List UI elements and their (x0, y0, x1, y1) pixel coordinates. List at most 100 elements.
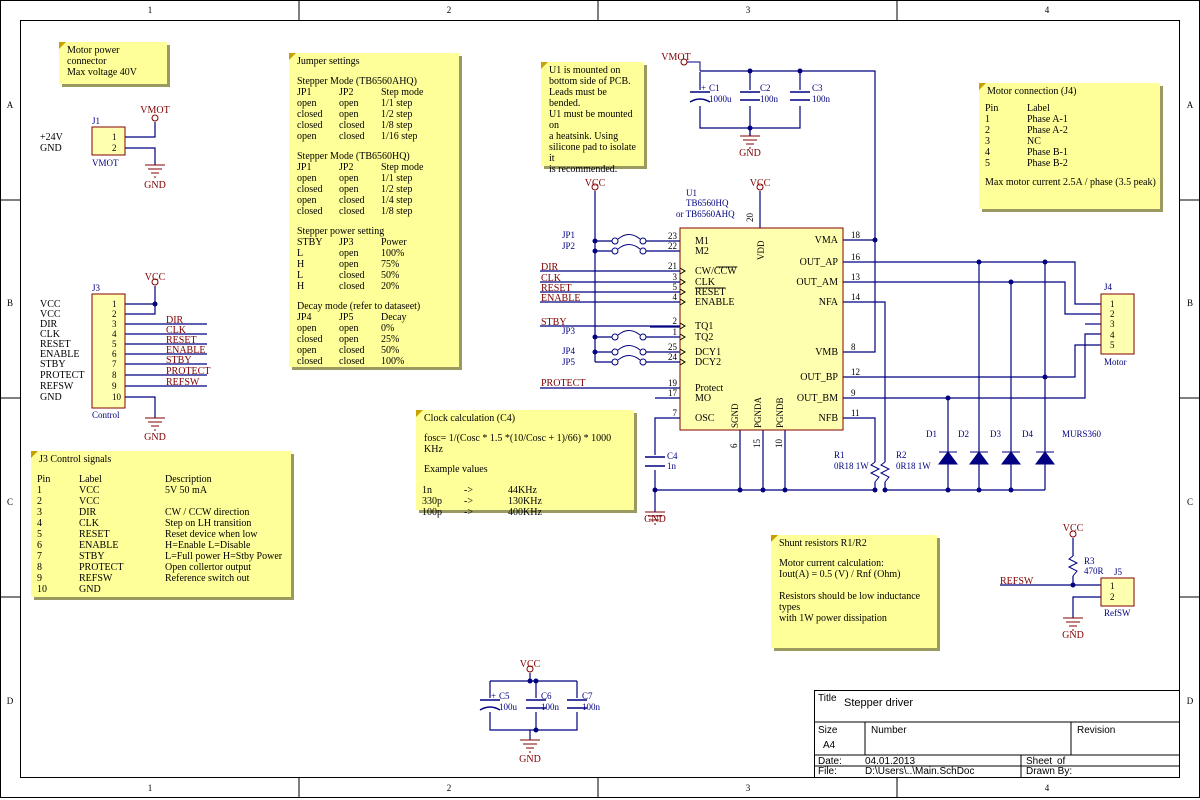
u1-pin-number: 5 (673, 282, 678, 292)
note-line: Iout(A) = 0.5 (V) / Rnf (Ohm) (779, 569, 901, 580)
table-cell: VCC (79, 496, 100, 507)
u1-pin-name: NFA (819, 297, 839, 308)
svg-text:+: + (701, 83, 706, 93)
vcc-label: VCC (520, 659, 541, 670)
j3-pin: 2 (112, 309, 117, 319)
row-label-left: D (7, 696, 14, 706)
j3-pin: 5 (112, 339, 117, 349)
cap-c4: C4 1n (645, 451, 678, 471)
u1-pin-number: 6 (729, 443, 739, 448)
table-cell: 10 (37, 584, 47, 595)
j3-net-label: STBY (166, 355, 192, 366)
jumper-cell: JP1 (297, 87, 312, 98)
j3-pin: 1 (112, 299, 117, 309)
note-title: Clock calculation (C4) (424, 413, 516, 424)
u1-pin-name: PGNDB (775, 397, 785, 428)
jumper-cell: H (297, 259, 305, 270)
jumper-cell: Power (381, 237, 407, 248)
table-cell: 6 (37, 540, 42, 551)
sheet-label: Sheet (1026, 756, 1053, 767)
table-cell: 330p (422, 496, 442, 507)
table-cell: -> (464, 496, 473, 507)
diode-labels: D1 D2 D3 D4 MURS360 (926, 429, 1102, 439)
u1-pin-number: 2 (673, 316, 678, 326)
note-line: silicone pad to isolate it (549, 142, 636, 164)
table-cell: -> (464, 507, 473, 518)
u1-net-labels: DIR CLK RESET ENABLE STBY PROTECT (541, 262, 585, 389)
table-cell: 130KHz (508, 496, 542, 507)
j3-net-label: DIR (166, 315, 184, 326)
j3-label: STBY (40, 359, 66, 370)
r1-val: 0R18 1W (834, 461, 869, 471)
jumper-section-heading: Stepper Mode (TB6560HQ) (297, 151, 410, 162)
table-cell: RESET (79, 529, 110, 540)
note-title: Motor connection (J4) (987, 86, 1077, 97)
jumpers (611, 234, 647, 366)
u1-pin-name: VMA (815, 235, 839, 246)
u1-pin-number: 21 (668, 261, 677, 271)
connector-j1: J1 VMOT 1 2 +24V GND (40, 116, 126, 168)
vcc-label: VCC (585, 178, 606, 189)
jumper-cell: 1/16 step (381, 131, 418, 142)
junctions (152, 68, 1076, 733)
note-title: Jumper settings (297, 56, 360, 67)
note-line: Resistors should be low inductance types (779, 591, 921, 613)
jumper-cell: open (297, 345, 317, 356)
jumper-cell: closed (297, 334, 323, 345)
row-label-right: B (1187, 298, 1193, 308)
col-label-bottom: 4 (1045, 783, 1050, 793)
j4-pin: 4 (1110, 330, 1115, 340)
u1-pin-number: 12 (851, 367, 860, 377)
u1-pin-number: 7 (673, 408, 678, 418)
j3-label: REFSW (40, 381, 74, 392)
u1-ref: U1 (686, 188, 697, 198)
jp1-label: JP1 (562, 230, 575, 240)
u1-pin-name: TQ1 (695, 321, 713, 332)
row-label-left: A (7, 100, 14, 110)
table-cell: Pin (985, 103, 999, 114)
jumper-cell: closed (297, 109, 323, 120)
u1-pin-number: 14 (851, 292, 861, 302)
table-cell (165, 584, 285, 595)
j3-label: PROTECT (40, 370, 84, 381)
j5-ref: J5 (1114, 567, 1123, 577)
jp4-label: JP4 (562, 346, 576, 356)
j1-ref: J1 (92, 116, 100, 126)
title-block-frame (814, 690, 1180, 778)
jumper-cell: open (339, 248, 359, 259)
table-cell: 4 (985, 147, 990, 158)
d2-ref: D2 (958, 429, 969, 439)
table-cell: Reset device when low (165, 529, 258, 540)
net-dir: DIR (541, 262, 559, 273)
jumper-cell: closed (297, 356, 323, 367)
table-cell: ENABLE (79, 540, 119, 551)
jumper-cell: Step mode (381, 87, 424, 98)
c2-ref: C2 (760, 83, 771, 93)
u1-pin-number: 22 (668, 241, 677, 251)
j3-name: Control (92, 410, 120, 420)
u1-pin-arrow (679, 322, 686, 330)
note-line: Max voltage 40V (67, 67, 137, 78)
u1-pin-name: NFB (819, 413, 839, 424)
jumper-cell: 100% (381, 248, 405, 259)
jumper-cell: JP5 (339, 312, 354, 323)
j3-label: ENABLE (40, 349, 79, 360)
c1-ref: C1 (709, 83, 720, 93)
caps-bottom (479, 699, 587, 711)
j3-label: VCC (40, 309, 61, 320)
u1-pin-name: OSC (695, 413, 715, 424)
u1-pin-arrow (679, 298, 686, 306)
u1-pin-number: 4 (673, 292, 678, 302)
jumper-cell: open (339, 334, 359, 345)
table-cell: Step on LH transition (165, 518, 252, 529)
jumper-cell: 50% (381, 270, 400, 281)
c7-ref: C7 (582, 691, 593, 701)
u1-pin-number: 11 (851, 408, 860, 418)
jumper-cell: open (297, 131, 317, 142)
note-line: Leads must be bended. (549, 87, 607, 109)
table-cell: H=Enable L=Disable (165, 540, 251, 551)
u1-pin-name: M1 (695, 236, 709, 247)
j5-name: RefSW (1104, 608, 1131, 618)
j3-pin: 8 (112, 370, 117, 380)
